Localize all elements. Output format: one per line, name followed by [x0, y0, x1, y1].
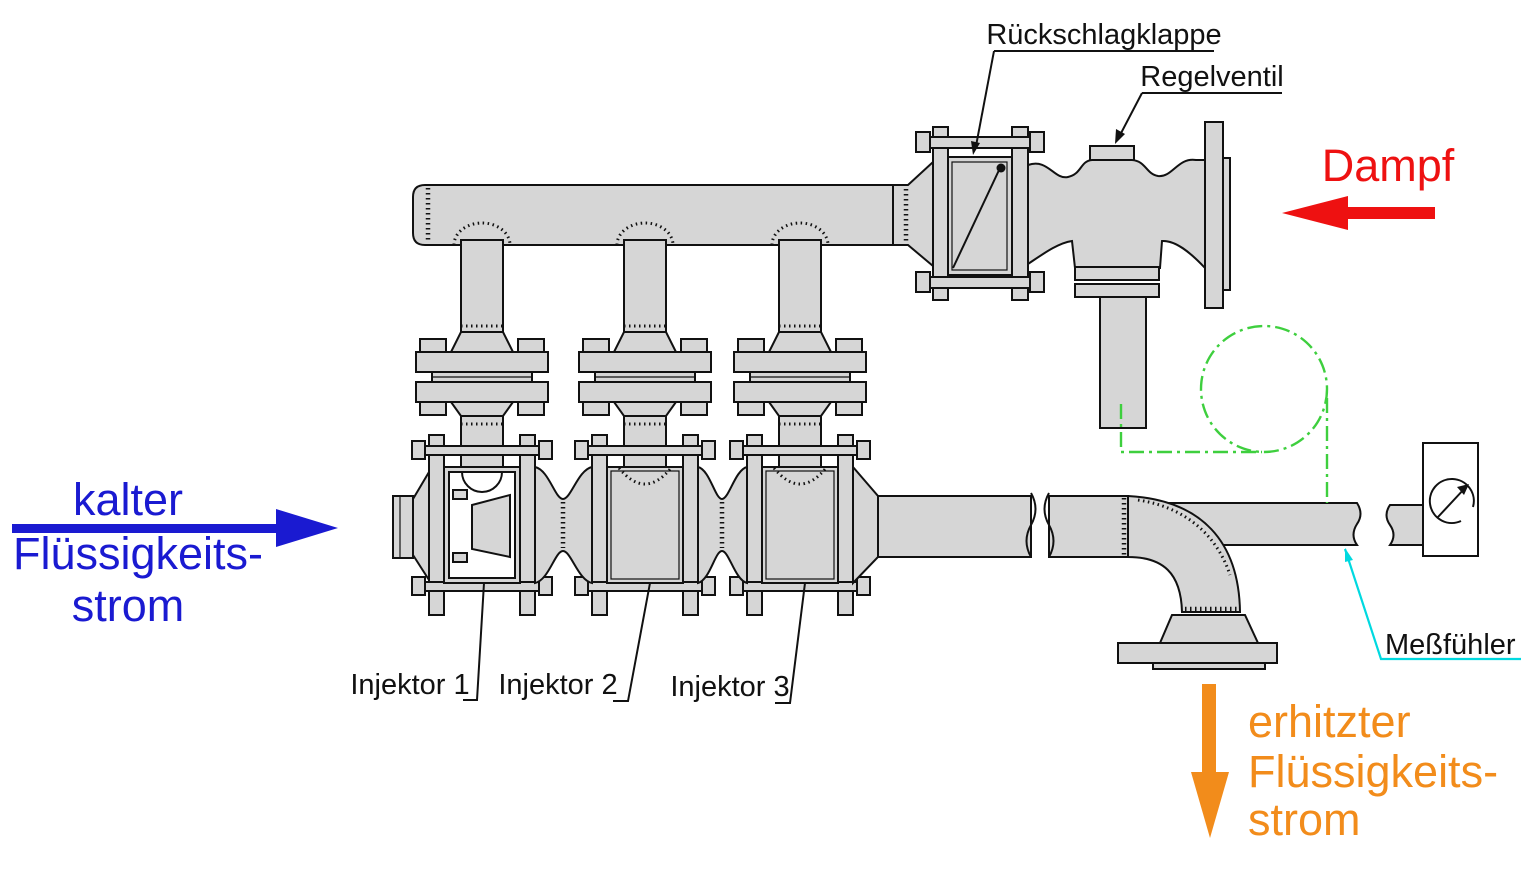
check-valve-label: Rückschlagklappe — [986, 19, 1221, 51]
controller-circle — [1199, 324, 1329, 454]
sensor-leader — [1343, 548, 1521, 661]
hot-flow-label-line1: erhitzter — [1248, 696, 1411, 747]
valve-stem — [1099, 296, 1147, 429]
hot-flow-arrow — [1191, 684, 1229, 838]
injector-2-body — [606, 466, 684, 584]
cold-flow-label-line1: kalter — [73, 474, 183, 525]
control-signal-loop — [1119, 324, 1329, 503]
steam-label: Dampf — [1322, 140, 1455, 191]
hot-flow-label-line3: strom — [1248, 794, 1361, 845]
bottom-flange — [1117, 642, 1278, 664]
label-leaders — [463, 50, 1521, 704]
riser-branch-2 — [577, 221, 713, 470]
sensor-label: Meßfühler — [1385, 629, 1516, 661]
check-valve — [915, 126, 1045, 301]
pipe-break-icon — [1025, 492, 1037, 558]
control-valve — [1027, 121, 1231, 429]
riser-branch-3 — [732, 221, 868, 470]
riser-branch-1 — [414, 221, 550, 470]
injector-mixing-cone — [471, 493, 511, 559]
injector-1-body — [443, 466, 521, 584]
outlet-pipe — [852, 464, 1129, 586]
gauge-dial-icon — [1428, 478, 1475, 524]
injector-nozzle-dome — [460, 471, 504, 493]
injector-1-label: Injektor 1 — [350, 669, 469, 701]
steam-inlet-flange — [1204, 121, 1224, 309]
steam-flow-arrow — [1282, 196, 1435, 230]
injector-3-body — [761, 466, 839, 584]
flap-hinge-dot — [996, 163, 1006, 173]
check-valve-flap — [952, 167, 1001, 269]
control-valve-label: Regelventil — [1140, 61, 1283, 93]
cold-flow-label-line2: Flüssigkeits- — [13, 528, 263, 579]
cold-flow-arrow — [12, 509, 338, 547]
steam-manifold — [412, 159, 934, 269]
gauge-needle-icon — [1437, 487, 1466, 518]
outlet-elbow — [1117, 494, 1278, 670]
injector-connectors — [534, 465, 748, 585]
injector-2-label: Injektor 2 — [498, 669, 617, 701]
gauge-box — [1422, 442, 1479, 557]
cold-flow-label-line3: strom — [72, 580, 185, 631]
injector-3-label: Injektor 3 — [670, 671, 789, 703]
gauge-instrument — [1422, 442, 1479, 557]
hot-flow-label-line2: Flüssigkeits- — [1248, 746, 1498, 797]
cold-inlet — [392, 468, 430, 584]
signal-line-valve — [1119, 404, 1262, 454]
